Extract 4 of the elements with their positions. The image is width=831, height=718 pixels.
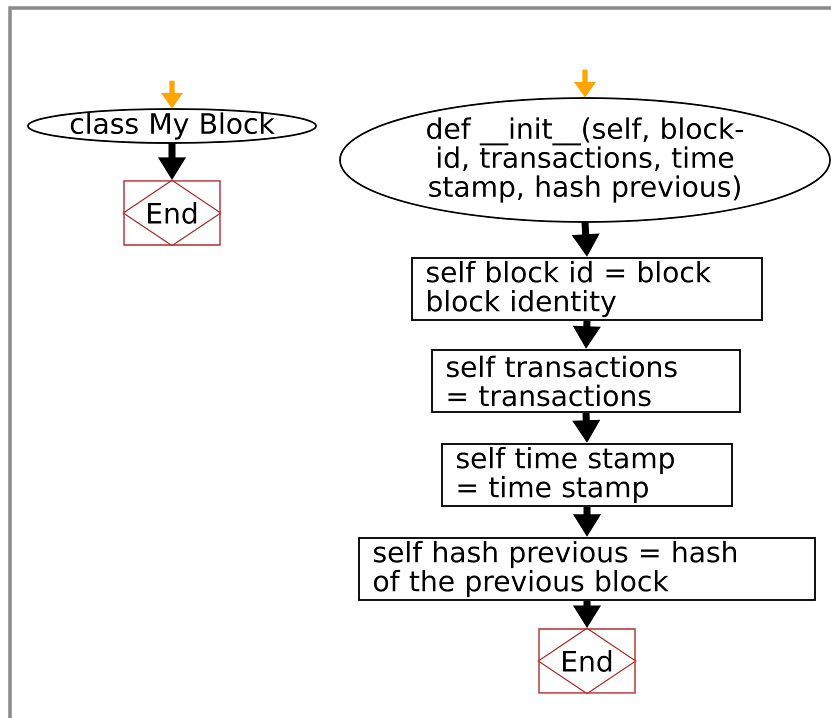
process-box: self transactions = transactions: [431, 349, 741, 413]
process-box: self hash previous = hash of the previous block: [358, 537, 816, 601]
process-box: self block id = block block identity: [411, 257, 763, 321]
process-box: self time stamp = time stamp: [441, 443, 733, 507]
